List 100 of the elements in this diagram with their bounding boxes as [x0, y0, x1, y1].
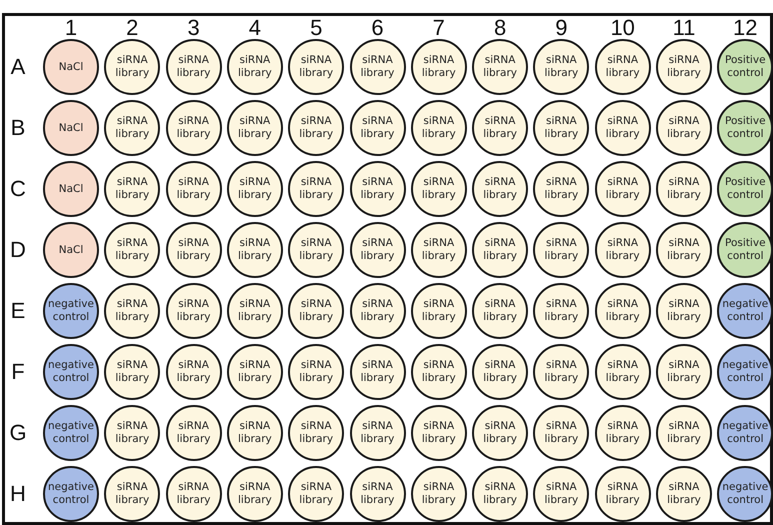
row-letter: F: [10, 361, 26, 383]
well-label: siRNA library: [176, 481, 212, 507]
well-label: siRNA library: [604, 298, 641, 324]
well-label: siRNA library: [482, 237, 518, 263]
well-label: siRNA library: [482, 176, 518, 202]
column-number: 9: [554, 17, 569, 39]
well-label: siRNA library: [666, 359, 702, 385]
well-label: NaCl: [58, 182, 84, 196]
well-label: siRNA library: [298, 298, 334, 324]
well-label: siRNA library: [236, 237, 273, 263]
well-label: siRNA library: [482, 359, 518, 385]
column-number: 12: [732, 17, 759, 39]
well-label: siRNA library: [666, 176, 702, 202]
well-label: siRNA library: [236, 298, 273, 324]
well-label: siRNA library: [236, 54, 273, 80]
well-label: siRNA library: [236, 115, 273, 141]
well-label: siRNA library: [666, 481, 702, 507]
well-label: negative control: [721, 481, 770, 507]
well-label: siRNA library: [236, 420, 273, 446]
well-label: siRNA library: [604, 54, 641, 80]
well-label: siRNA library: [298, 481, 334, 507]
column-number: 3: [186, 17, 201, 39]
row-letter: D: [9, 239, 27, 261]
well-label: siRNA library: [176, 298, 212, 324]
well-label: negative control: [47, 481, 95, 507]
well-label: siRNA library: [666, 115, 702, 141]
row-letter: B: [10, 117, 26, 139]
well-label: siRNA library: [420, 298, 457, 324]
well-label: siRNA library: [543, 420, 580, 446]
well-label: siRNA library: [420, 54, 457, 80]
well-label: negative control: [721, 298, 770, 324]
well-label: siRNA library: [420, 176, 457, 202]
well-label: siRNA library: [543, 54, 580, 80]
well-label: siRNA library: [298, 54, 334, 80]
well-label: siRNA library: [420, 115, 457, 141]
well-label: siRNA library: [176, 115, 212, 141]
well-label: NaCl: [58, 122, 84, 134]
well-label: siRNA library: [543, 176, 580, 202]
well-label: siRNA library: [176, 54, 212, 80]
well-label: Positive control: [724, 115, 767, 141]
well-label: siRNA library: [360, 481, 396, 507]
well-label: siRNA library: [298, 359, 334, 385]
well-label: siRNA library: [482, 420, 518, 446]
row-letter: A: [10, 56, 26, 78]
well-label: siRNA library: [236, 176, 273, 202]
well-label: siRNA library: [298, 176, 334, 202]
well-label: siRNA library: [543, 359, 580, 385]
well-label: siRNA library: [114, 420, 150, 446]
well-label: siRNA library: [176, 237, 212, 263]
column-number: 11: [672, 17, 696, 39]
well-label: siRNA library: [604, 115, 641, 141]
well-label: negative control: [47, 420, 95, 446]
well-label: siRNA library: [543, 115, 580, 141]
row-letter: E: [10, 300, 26, 322]
well-label: siRNA library: [420, 481, 457, 507]
well-label: siRNA library: [298, 420, 334, 446]
column-number: 7: [432, 17, 446, 39]
well-label: siRNA library: [420, 359, 457, 385]
well-label: siRNA library: [604, 176, 641, 202]
well-label: siRNA library: [482, 115, 518, 141]
well-label: negative control: [721, 420, 770, 446]
well-label: siRNA library: [666, 298, 702, 324]
well-label: siRNA library: [360, 359, 396, 385]
column-number: 5: [309, 17, 324, 39]
column-number: 8: [492, 17, 508, 39]
well-label: siRNA library: [236, 359, 273, 385]
well-label: siRNA library: [360, 420, 396, 446]
column-number: 2: [125, 17, 140, 39]
well-label: siRNA library: [114, 298, 150, 324]
well-label: siRNA library: [114, 54, 150, 80]
well-label: NaCl: [58, 244, 84, 256]
row-letter: C: [9, 178, 27, 200]
well-label: siRNA library: [666, 420, 702, 446]
well-label: siRNA library: [666, 54, 702, 80]
well-label: siRNA library: [298, 237, 334, 263]
well-label: siRNA library: [360, 237, 396, 263]
well-label: siRNA library: [176, 359, 212, 385]
well-label: negative control: [47, 359, 95, 385]
column-number: 10: [609, 17, 636, 39]
well-label: Positive control: [724, 54, 767, 80]
well-label: siRNA library: [360, 176, 396, 202]
column-number: 6: [370, 17, 385, 39]
well-label: siRNA library: [604, 237, 641, 263]
well-label: siRNA library: [604, 420, 641, 446]
well-label: siRNA library: [666, 237, 702, 263]
well-label: siRNA library: [114, 176, 150, 202]
well-label: siRNA library: [604, 481, 641, 507]
well-label: siRNA library: [236, 481, 273, 507]
well-label: siRNA library: [543, 237, 580, 263]
well-label: siRNA library: [543, 298, 580, 324]
well-label: siRNA library: [420, 237, 457, 263]
well-label: negative control: [721, 359, 770, 385]
well-label: siRNA library: [360, 54, 396, 80]
column-number: 1: [64, 17, 78, 39]
well-label: siRNA library: [298, 115, 334, 141]
well-label: siRNA library: [482, 298, 518, 324]
well-label: Positive control: [724, 237, 767, 263]
well-label: siRNA library: [543, 481, 580, 507]
well-label: siRNA library: [360, 298, 396, 324]
well-label: negative control: [47, 298, 95, 324]
